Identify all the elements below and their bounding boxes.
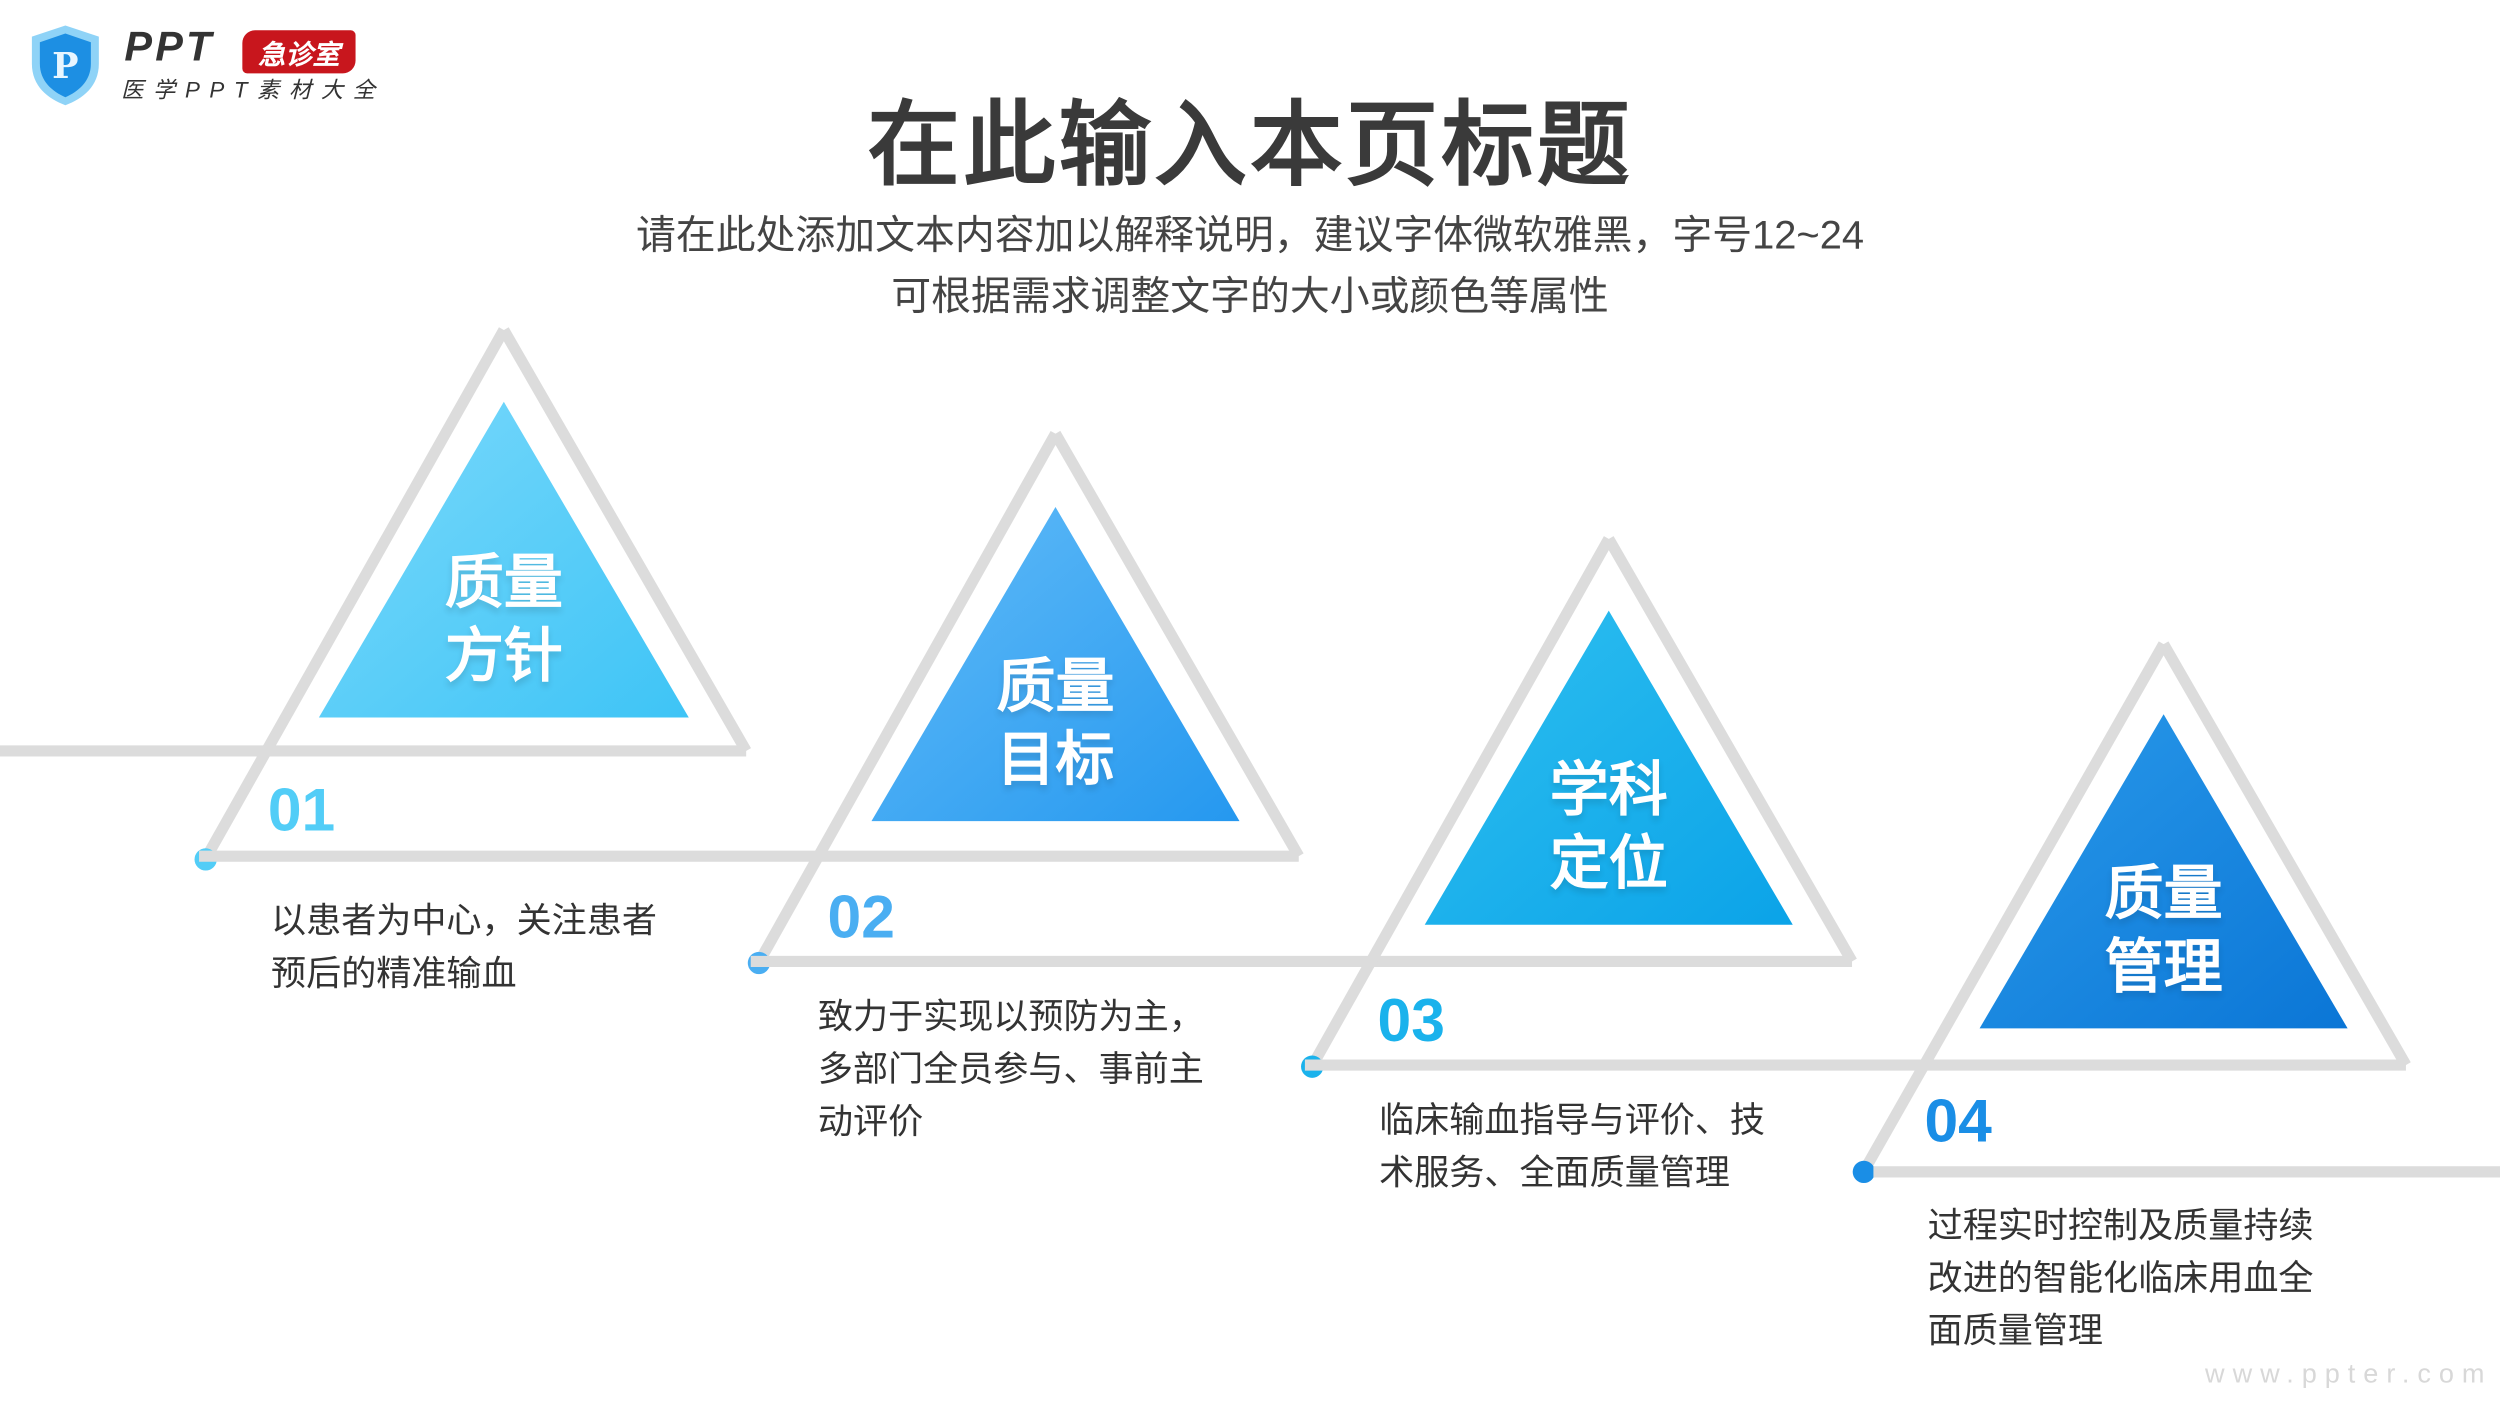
filled-triangle [1424, 610, 1793, 925]
step-description-line: 临床输血指导与评价、技 [1379, 1100, 1766, 1140]
triangle-label-line: 学科 [1549, 757, 1668, 823]
triangle-outline [1050, 430, 1304, 859]
triangle-label-line: 目标 [996, 727, 1115, 793]
step-dot [1852, 1160, 1876, 1184]
triangle-outline [498, 327, 752, 754]
step-description: 过程实时控制及质量持续改进的智能化临床用血全面质量管理 [1928, 1199, 2406, 1357]
step-description-line: 动评价 [817, 1101, 924, 1142]
logo-tagline: 医学PPT素材大全 [121, 76, 385, 103]
triangle-label: 质量目标 [928, 651, 1183, 798]
subtitle-line: 可根据需求调整文字的大小或颜色等属性 [891, 274, 1609, 319]
page-title: 在此输入本页标题 [867, 94, 1633, 198]
triangle-label: 学科定位 [1481, 754, 1736, 901]
filled-triangle [1979, 714, 2348, 1029]
step-number: 04 [1924, 1088, 1992, 1156]
triangle-label-line: 定位 [1549, 830, 1668, 897]
triangle-outline [1862, 641, 2169, 1169]
triangle-label-line: 管理 [2104, 934, 2223, 1000]
step-description-line: 过程实时控制及质量持续 [1927, 1205, 2314, 1246]
logo-badge: 急诊室 [242, 30, 356, 74]
step-description-line: 面质量管理 [1927, 1310, 2104, 1351]
svg-text:P: P [52, 46, 78, 87]
triangle-outline [2158, 641, 2411, 1068]
step-description-line: 多部门全员参与、事前主 [817, 1049, 1204, 1089]
triangle-label-line: 质量 [444, 550, 563, 616]
triangle-label-line: 质量 [2104, 860, 2223, 927]
logo-brand: PPT [124, 22, 215, 71]
step-description-line: 预后的精准输血 [271, 953, 517, 994]
triangle-outline [204, 327, 509, 856]
triangle-label: 质量管理 [2036, 858, 2291, 1005]
step-description-line: 致力于实现以预防为主， [817, 996, 1204, 1037]
step-description-line: 改进的智能化临床用血全 [1927, 1257, 2314, 1298]
triangle-label-line: 方针 [444, 623, 563, 689]
step-number: 03 [1377, 988, 1445, 1056]
step-number: 02 [827, 884, 895, 952]
triangle-label: 质量方针 [376, 547, 631, 694]
shield-logo-icon: P [31, 25, 99, 106]
subtitle-line: 请在此处添加文本内容加以解释说明，建议字体微软雅黑，字号12~24 [635, 213, 1865, 259]
triangle-outline [1603, 536, 1857, 965]
triangle-outline [1310, 536, 1614, 1064]
step-description: 以患者为中心，关注患者预后的精准输血 [271, 894, 749, 999]
watermark: www.ppter.com [2205, 1358, 2493, 1389]
step-description-line: 术服务、全面质量管理 [1379, 1152, 1730, 1193]
filled-triangle [871, 507, 1240, 822]
step-description: 致力于实现以预防为主， 多部门全员参与、事前主动评价 [818, 990, 1296, 1148]
filled-triangle [318, 401, 689, 718]
triangle-outline [757, 430, 1061, 960]
step-description-line: 以患者为中心，关注患者 [271, 900, 657, 941]
triangle-label-line: 质量 [996, 653, 1115, 720]
step-number: 01 [267, 778, 336, 846]
step-description: 临床输血指导与评价、技术服务、全面质量管理 [1379, 1094, 1857, 1199]
